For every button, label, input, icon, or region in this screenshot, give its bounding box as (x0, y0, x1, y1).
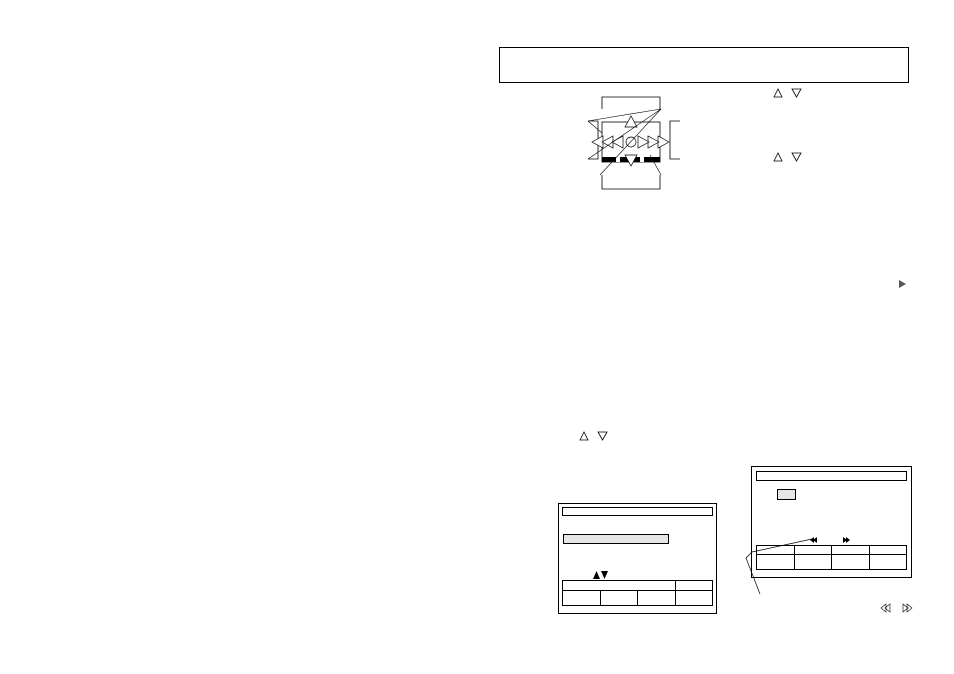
down-arrow-icon (597, 431, 608, 441)
softkey-3 (832, 545, 870, 569)
up-down-arrows-1 (773, 88, 802, 98)
softkey-2 (601, 591, 638, 605)
rewind-icon (810, 537, 814, 543)
softkey-1 (563, 591, 601, 605)
up-down-arrows-3 (579, 431, 608, 441)
up-key-icon (624, 115, 638, 128)
lcd-screen-right (751, 466, 912, 578)
screen-value-box (777, 489, 796, 500)
lcd-screen-left (558, 503, 717, 614)
screen-softkeys (756, 545, 907, 570)
rewind-ff-outline-icons (880, 603, 913, 613)
section-title-box (499, 47, 909, 83)
bracket-top (601, 96, 661, 109)
softkey-3 (638, 591, 676, 605)
fast-forward-icon (906, 603, 913, 613)
up-arrow-icon (773, 88, 783, 98)
down-arrow-icon (791, 88, 802, 98)
softkey-2 (795, 545, 832, 569)
up-arrow-icon (773, 152, 783, 162)
callout-leader (745, 538, 813, 595)
fast-forward-icon (846, 537, 850, 543)
rewind-forward-filled-icons (810, 537, 850, 543)
cursor-key-diagram (587, 96, 680, 190)
screen-softkeys (562, 590, 713, 606)
up-arrow-icon (579, 431, 589, 441)
down-key-icon (624, 154, 638, 167)
up-down-arrows-2 (773, 152, 802, 162)
softkey-4 (870, 545, 907, 569)
up-down-filled-icon (593, 571, 608, 579)
rewind-icon (880, 603, 887, 613)
bracket-bottom (601, 175, 661, 190)
bracket-right (669, 120, 680, 160)
down-arrow-icon (791, 152, 802, 162)
softkey-1 (757, 545, 795, 569)
screen-input-field (563, 534, 669, 544)
softkey-4 (676, 591, 713, 605)
screen-title-bar (562, 507, 713, 516)
play-icon (899, 280, 906, 288)
